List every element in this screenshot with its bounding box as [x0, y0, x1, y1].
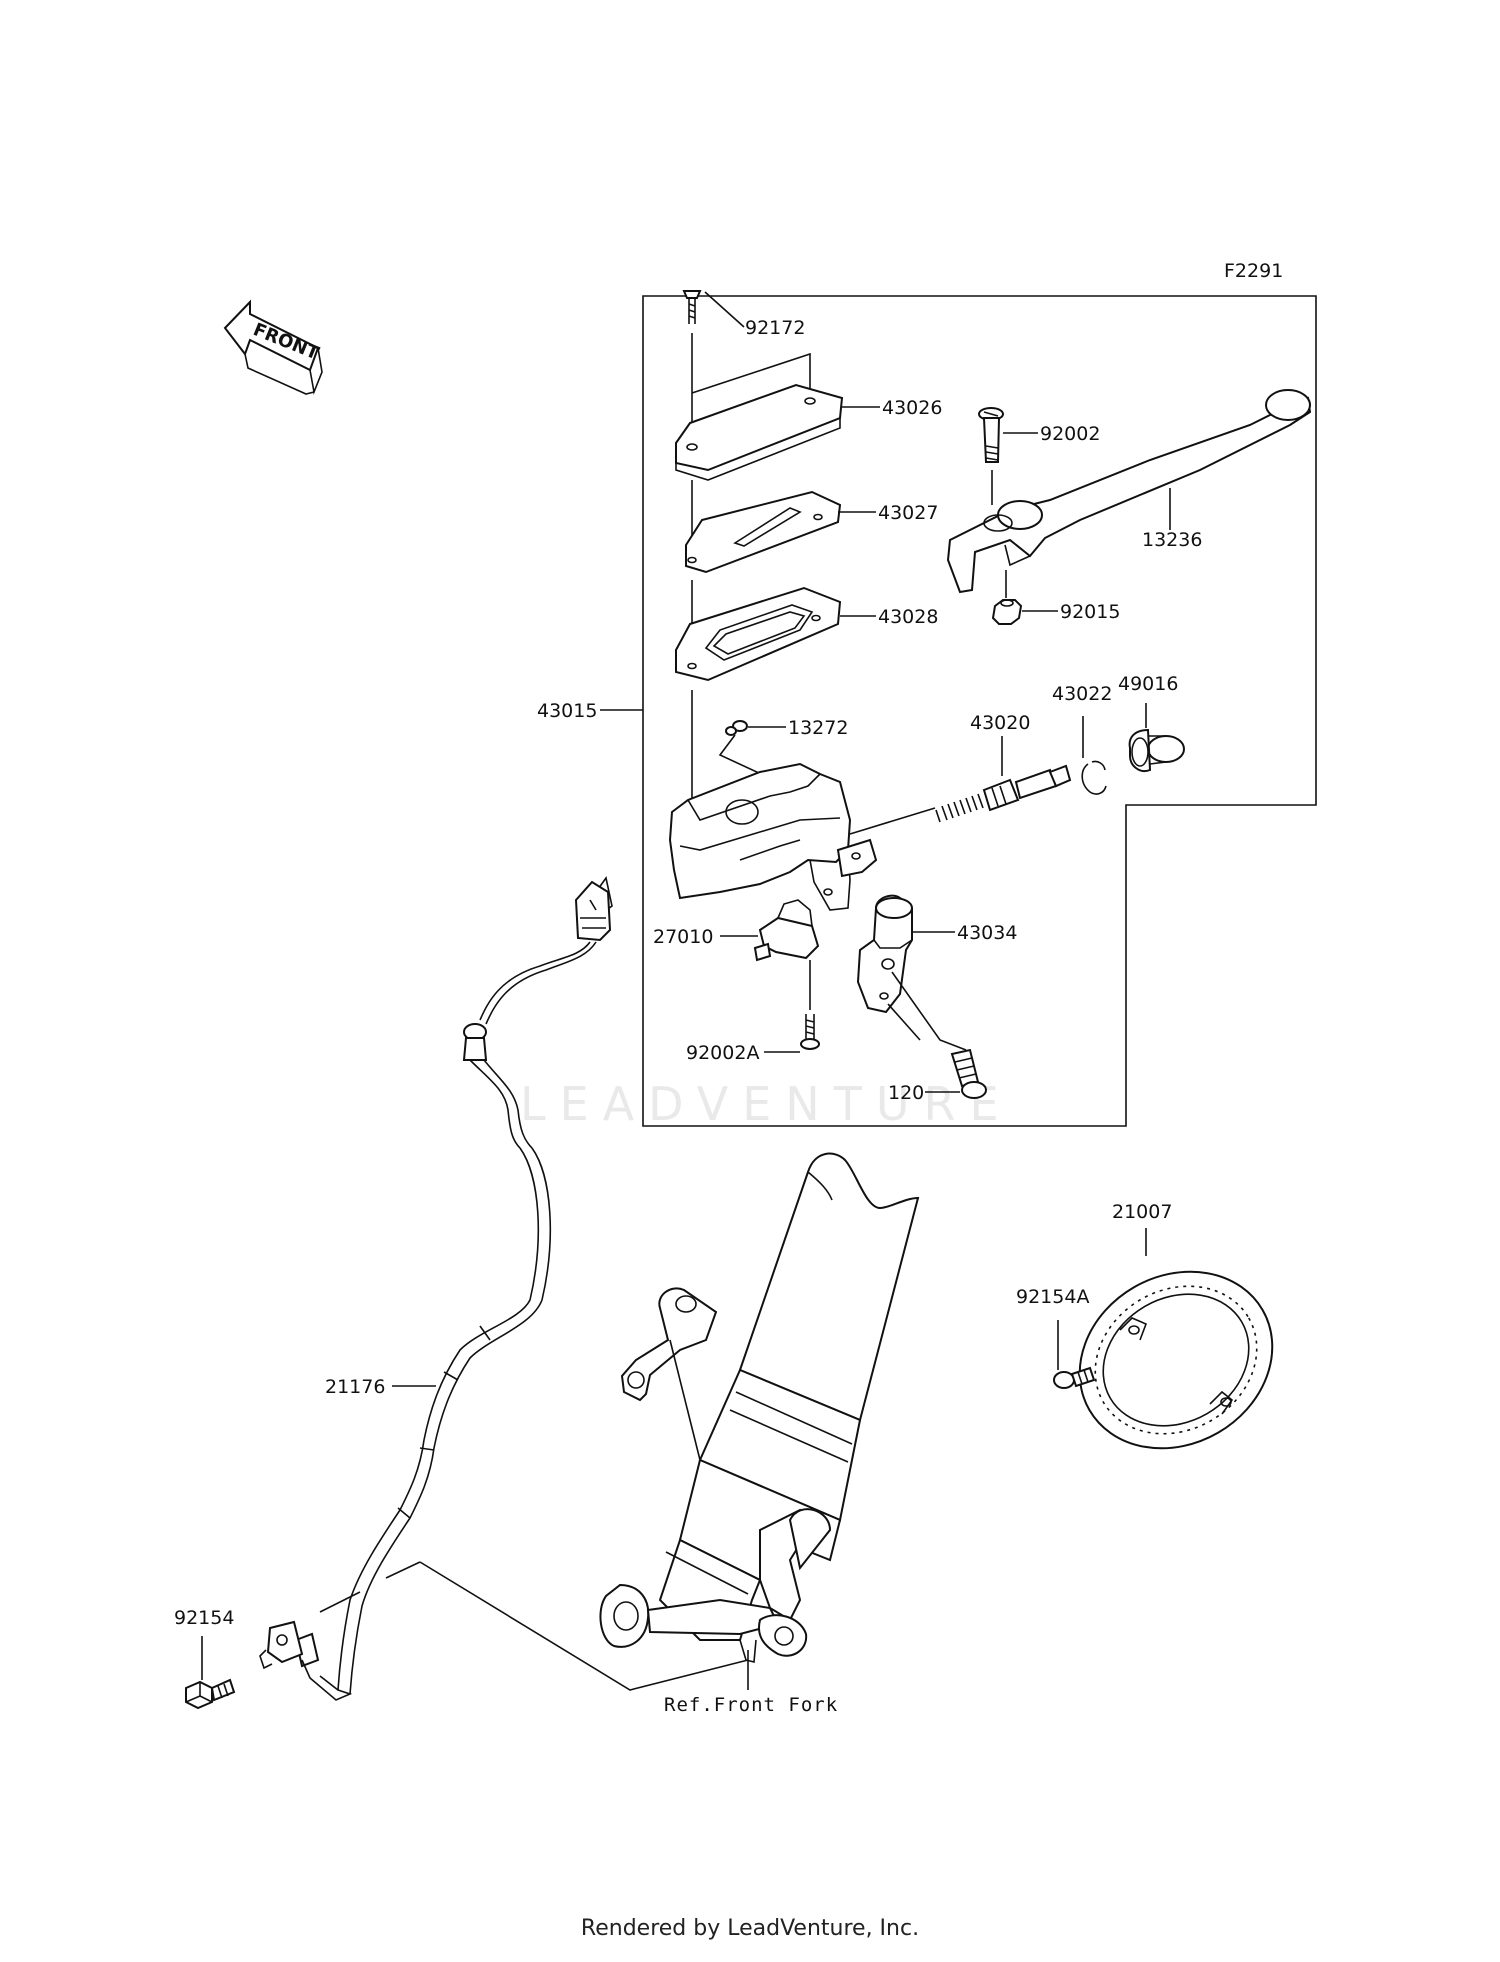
ref-front-fork-label: Ref.Front Fork	[664, 1694, 838, 1716]
label-43015: 43015	[537, 700, 597, 722]
label-92002: 92002	[1040, 423, 1100, 445]
pivot-bolt-92002	[978, 407, 1004, 463]
label-43022: 43022	[1052, 683, 1112, 705]
front-fork	[599, 1152, 920, 1664]
dust-boot-49016	[1128, 728, 1185, 772]
master-cylinder-body	[668, 762, 878, 911]
assembly-frame	[642, 295, 1317, 1127]
label-92172: 92172	[745, 317, 805, 339]
label-21007: 21007	[1112, 1201, 1172, 1223]
piston-assembly-43020	[935, 764, 1072, 823]
label-21176: 21176	[325, 1376, 385, 1398]
cap-13272	[725, 720, 748, 736]
abs-rotor-21007	[1078, 1270, 1274, 1450]
label-13272: 13272	[788, 717, 848, 739]
brake-switch-27010	[753, 899, 820, 962]
label-92015: 92015	[1060, 601, 1120, 623]
front-arrow-icon: FRONT	[223, 299, 323, 395]
clamp-43034	[856, 894, 913, 1014]
label-43027: 43027	[878, 502, 938, 524]
label-43028: 43028	[878, 606, 938, 628]
label-92154: 92154	[174, 1607, 234, 1629]
bolt-92154A	[1053, 1366, 1096, 1389]
bolt-120	[950, 1048, 987, 1099]
watermark: LEADVENTURE	[520, 1077, 1013, 1131]
nut-92015	[991, 599, 1023, 625]
screw-92172	[682, 290, 702, 324]
abs-sensor-wire-21176	[259, 876, 613, 1701]
label-92002A: 92002A	[686, 1042, 759, 1064]
footer-credit: Rendered by LeadVenture, Inc.	[580, 1916, 920, 1941]
label-49016: 49016	[1118, 673, 1178, 695]
label-120: 120	[888, 1082, 924, 1104]
screw-92002A	[800, 1014, 820, 1050]
label-43026: 43026	[882, 397, 942, 419]
bolt-92154	[185, 1678, 236, 1710]
label-27010: 27010	[653, 926, 713, 948]
label-43034: 43034	[957, 922, 1017, 944]
label-13236: 13236	[1142, 529, 1202, 551]
label-92154A: 92154A	[1016, 1286, 1089, 1308]
circlip-43022	[1081, 760, 1107, 795]
reservoir-cap-43026	[675, 383, 844, 481]
diaphragm-43028	[675, 586, 842, 682]
brake-lever-13236	[946, 389, 1312, 594]
label-43020: 43020	[970, 712, 1030, 734]
diagram-code: F2291	[1224, 260, 1283, 282]
diaphragm-plate-43027	[685, 490, 842, 574]
